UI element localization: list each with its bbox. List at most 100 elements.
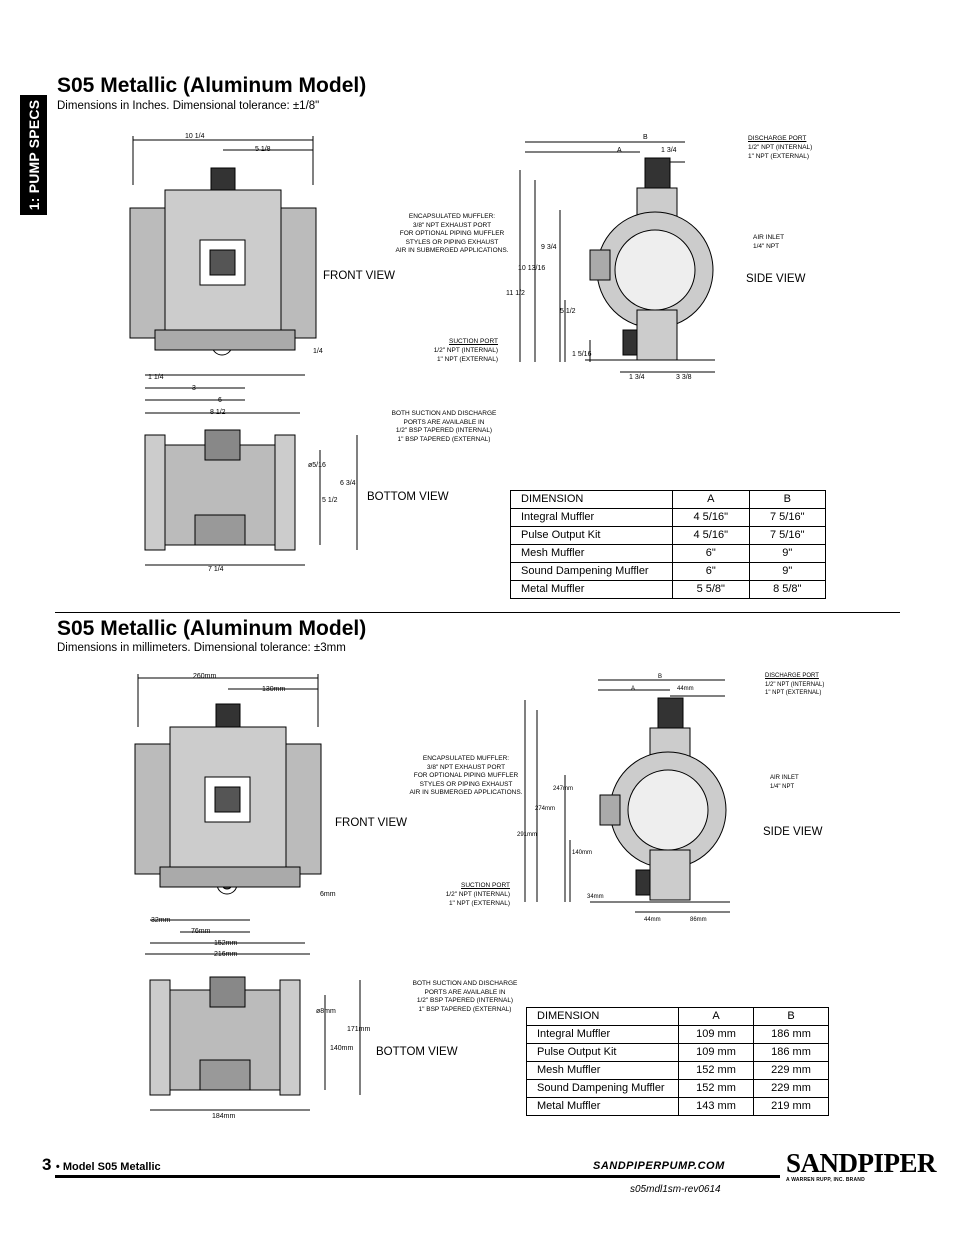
- air-inlet-note: AIR INLET 1/4" NPT: [770, 774, 799, 791]
- table-cell: Integral Muffler: [510, 508, 673, 527]
- muffler-note: ENCAPSULATED MUFFLER: 3/8" NPT EXHAUST P…: [386, 755, 546, 798]
- section-subtitle-mm: Dimensions in millimeters. Dimensional t…: [57, 642, 346, 654]
- dim-label: 11 1/2: [506, 290, 525, 297]
- table-cell: 152 mm: [678, 1061, 754, 1080]
- brand-logo: SANDPIPER A WARREN RUPP, INC. BRAND: [786, 1149, 937, 1183]
- note-line: 3/8" NPT EXHAUST PORT: [412, 221, 492, 229]
- table-row: Metal Muffler 143 mm 219 mm: [526, 1097, 829, 1116]
- section-side-tab: 1: PUMP SPECS: [20, 95, 47, 215]
- dim-label: ø5/16: [308, 462, 326, 469]
- dim-label: 86mm: [690, 917, 707, 923]
- note-line: ENCAPSULATED MUFFLER:: [422, 755, 510, 762]
- dim-label: 1 5/16: [572, 351, 592, 358]
- table-cell: 6": [672, 562, 750, 581]
- dim-label: 1 1/4: [148, 374, 164, 381]
- table-cell: Metal Muffler: [526, 1097, 679, 1116]
- note-line: AIR IN SUBMERGED APPLICATIONS.: [395, 247, 509, 254]
- dim-label: 216mm: [214, 951, 238, 958]
- ports-note: BOTH SUCTION AND DISCHARGE PORTS ARE AVA…: [364, 410, 524, 444]
- note-line: 1" BSP TAPERED (EXTERNAL): [397, 435, 491, 443]
- note-line: 1/2" NPT (INTERNAL): [748, 144, 813, 151]
- front-view-drawing-mm: [134, 674, 322, 955]
- table-cell: 186 mm: [753, 1043, 829, 1062]
- dim-label: 44mm: [677, 686, 694, 692]
- discharge-note: DISCHARGE PORT 1/2" NPT (INTERNAL) 1" NP…: [765, 672, 824, 698]
- note-line: DISCHARGE PORT: [748, 135, 807, 142]
- table-cell: 109 mm: [678, 1025, 754, 1044]
- dim-label: 7 1/4: [208, 566, 224, 573]
- air-inlet-note: AIR INLET 1/4" NPT: [753, 233, 784, 251]
- dim-label: 1 3/4: [629, 374, 645, 381]
- note-line: DISCHARGE PORT: [765, 673, 819, 679]
- dim-label: 5 1/2: [560, 308, 576, 315]
- section-subtitle-inches: Dimensions in Inches. Dimensional tolera…: [57, 100, 320, 112]
- note-line: PORTS ARE AVAILABLE IN: [403, 418, 485, 426]
- dim-label: 3: [192, 385, 196, 392]
- brand-tagline: A WARREN RUPP, INC. BRAND: [786, 1177, 865, 1183]
- side-view-drawing-inches: [519, 141, 715, 373]
- muffler-note: ENCAPSULATED MUFFLER: 3/8" NPT EXHAUST P…: [372, 213, 532, 256]
- dim-label: 260mm: [193, 673, 217, 680]
- table-row: Metal Muffler 5 5/8" 8 5/8": [510, 580, 826, 599]
- note-line: 1/4" NPT: [770, 783, 795, 790]
- suction-note: SUCTION PORT 1/2" NPT (INTERNAL) 1" NPT …: [440, 881, 510, 908]
- side-view-label: SIDE VIEW: [763, 826, 823, 838]
- footer-rule: [55, 1175, 780, 1178]
- note-line: 1" NPT (EXTERNAL): [448, 900, 510, 907]
- dim-label: 171mm: [347, 1026, 371, 1033]
- table-cell: 229 mm: [753, 1061, 829, 1080]
- note-line: FOR OPTIONAL PIPING MUFFLER: [413, 772, 519, 779]
- note-line: 1/2" NPT (INTERNAL): [433, 347, 498, 354]
- table-row: Sound Dampening Muffler 152 mm 229 mm: [526, 1079, 829, 1098]
- dim-label: 10 13/16: [518, 265, 546, 272]
- bottom-view-drawing-inches: [144, 429, 358, 566]
- note-line: ENCAPSULATED MUFFLER:: [408, 213, 496, 220]
- dim-label: 140mm: [572, 850, 593, 856]
- table-cell: Integral Muffler: [526, 1025, 679, 1044]
- side-view-drawing-mm: [524, 679, 730, 913]
- front-view-label: FRONT VIEW: [335, 817, 407, 829]
- dim-label: 130mm: [262, 686, 286, 693]
- table-cell: 152 mm: [678, 1079, 754, 1098]
- front-view-drawing-inches: [129, 136, 317, 414]
- dim-label: A: [617, 147, 622, 154]
- table-cell: 229 mm: [753, 1079, 829, 1098]
- table-cell: 219 mm: [753, 1097, 829, 1116]
- dim-label: 32mm: [151, 917, 171, 924]
- footer-page-info: 3 • Model S05 Metallic: [42, 1155, 161, 1175]
- dim-label: 184mm: [212, 1113, 236, 1120]
- note-line: 1/4" NPT: [753, 243, 780, 250]
- note-line: 1/2" NPT (INTERNAL): [765, 681, 825, 688]
- table-header-cell: DIMENSION: [526, 1007, 679, 1026]
- table-cell: 7 5/16": [748, 508, 826, 527]
- table-cell: Metal Muffler: [510, 580, 673, 599]
- section-divider: [55, 612, 900, 613]
- dim-label: 140mm: [330, 1045, 354, 1052]
- dim-label: 1/4: [313, 348, 323, 355]
- dim-label: 9 3/4: [541, 244, 557, 251]
- dim-label: 1 3/4: [661, 147, 677, 154]
- dim-label: 6mm: [320, 891, 336, 898]
- table-row: Mesh Muffler 152 mm 229 mm: [526, 1061, 829, 1080]
- front-view-label: FRONT VIEW: [323, 270, 395, 282]
- dim-label: 34mm: [587, 894, 604, 900]
- website-link[interactable]: SANDPIPERPUMP.COM: [593, 1160, 725, 1172]
- table-header-cell: A: [672, 490, 750, 509]
- note-line: 1/2" NPT (INTERNAL): [445, 891, 510, 898]
- note-line: BOTH SUCTION AND DISCHARGE: [391, 410, 497, 417]
- table-row: Integral Muffler 4 5/16" 7 5/16": [510, 508, 826, 527]
- note-line: AIR IN SUBMERGED APPLICATIONS.: [409, 789, 523, 796]
- table-cell: 143 mm: [678, 1097, 754, 1116]
- note-line: 1" NPT (EXTERNAL): [765, 690, 822, 696]
- note-line: 1" BSP TAPERED (EXTERNAL): [418, 1005, 512, 1013]
- section-title-inches: S05 Metallic (Aluminum Model): [57, 74, 367, 97]
- table-cell: Pulse Output Kit: [526, 1043, 679, 1062]
- dim-label: 3 3/8: [676, 374, 692, 381]
- dim-label: 44mm: [644, 917, 661, 923]
- bottom-view-label: BOTTOM VIEW: [367, 491, 449, 503]
- dim-label: 6: [218, 397, 222, 404]
- dimension-table-mm: DIMENSION A B Integral Muffler 109 mm 18…: [526, 1007, 829, 1116]
- table-header-cell: DIMENSION: [510, 490, 673, 509]
- note-line: 3/8" NPT EXHAUST PORT: [426, 763, 506, 771]
- note-line: 1/2" BSP TAPERED (INTERNAL): [416, 997, 514, 1004]
